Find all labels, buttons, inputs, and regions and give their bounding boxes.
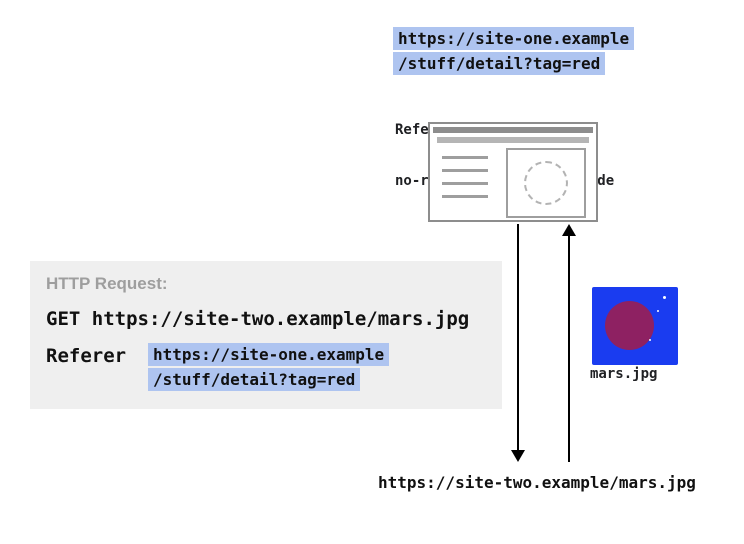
mars-image-thumbnail (592, 287, 678, 365)
star-dot-icon (649, 339, 651, 341)
request-arrow-line (517, 224, 519, 451)
placeholder-text-line (442, 195, 488, 198)
placeholder-text-line (442, 169, 488, 172)
site-two-destination-url: https://site-two.example/mars.jpg (378, 473, 696, 492)
planet-circle-icon (605, 301, 654, 350)
http-request-panel: HTTP Request: GET https://site-two.examp… (30, 261, 502, 409)
browser-tab-bar (433, 127, 593, 133)
placeholder-text-line (442, 156, 488, 159)
referer-value-line2: /stuff/detail?tag=red (148, 368, 361, 391)
response-arrow-line (568, 235, 570, 462)
site-one-url-line1: https://site-one.example (393, 27, 635, 50)
loading-image-circle-icon (524, 161, 568, 205)
http-request-referer-row: Referer https://site-one.example /stuff/… (46, 343, 390, 391)
referer-header-label: Referer (46, 345, 127, 367)
star-dot-icon (663, 296, 666, 299)
placeholder-text-line (442, 182, 488, 185)
referer-header-value: https://site-one.example /stuff/detail?t… (148, 343, 390, 391)
site-one-url-line2: /stuff/detail?tag=red (393, 52, 606, 75)
referer-value-line1: https://site-one.example (148, 343, 390, 366)
request-arrow-head-icon (511, 450, 525, 462)
site-one-url: https://site-one.example /stuff/detail?t… (393, 27, 635, 75)
star-dot-icon (657, 310, 659, 312)
http-request-get-line: GET https://site-two.example/mars.jpg (46, 308, 470, 330)
response-arrow-head-icon (562, 224, 576, 236)
http-request-title: HTTP Request: (46, 274, 168, 293)
browser-address-bar (437, 137, 589, 143)
browser-window (428, 122, 598, 222)
image-placeholder-box (506, 148, 586, 218)
mars-image-filename: mars.jpg (590, 366, 658, 382)
